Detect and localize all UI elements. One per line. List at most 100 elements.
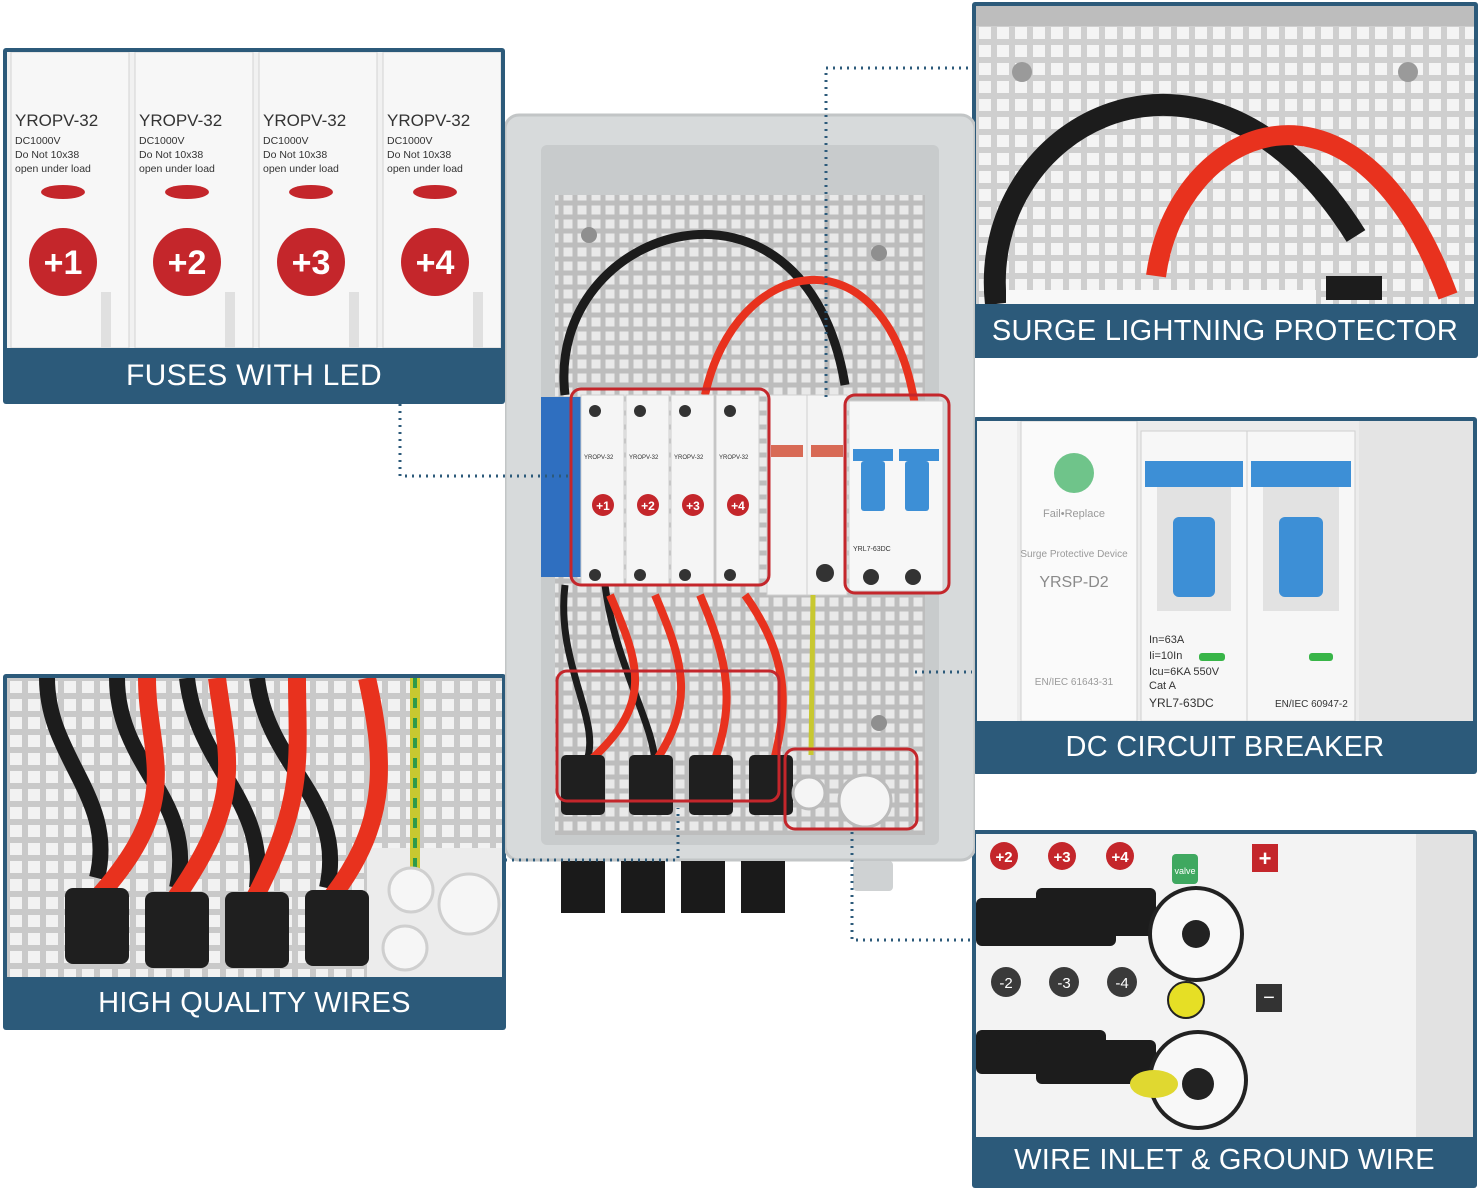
fuse-badge-icon [401,228,469,296]
breaker-rating-4: Cat A [1149,680,1177,692]
center-fuse-3: YROPV-32 +3 [670,394,715,586]
inlet-positive-badge: +4 [1111,849,1129,866]
center-fuse-model: YROPV-32 [719,455,749,461]
wires-caption: HIGH QUALITY WIRES [98,987,411,1019]
surge-caption: SURGE LIGHTNING PROTECTOR [991,315,1459,347]
fuse-warning: open under load [263,163,339,175]
fuse-voltage: DC1000V [139,135,185,147]
out-positive-icon [1252,844,1278,872]
fuse-size: Do Not 10x38 [263,149,327,161]
breaker-rating-2: Ii=10In [1149,650,1182,662]
wires-illustration [7,678,502,977]
fuse-size: Do Not 10x38 [139,149,203,161]
inlet-negative-badge-icon [1049,967,1079,997]
fuse-model: YROPV-32 [263,111,346,130]
fuse-voltage: DC1000V [387,135,433,147]
fuse-highlight [569,387,771,587]
inlet-panel: +2 +3 +4 -2 -3 -4 valve + − WIRE INLET & GRO… [972,830,1477,1188]
fuse-led-icon [165,185,209,199]
center-fuse-model: YROPV-32 [629,455,659,461]
out-negative-icon [1256,984,1282,1012]
breaker-illustration: Fail•Replace Surge Protective Device YRS… [977,421,1473,721]
center-fuse-badge-icon [592,494,614,516]
fuse-model: YROPV-32 [15,111,98,130]
fuse-voltage: DC1000V [263,135,309,147]
out-negative-label: − [1263,987,1275,1009]
center-breaker-model: YRL7-63DC [853,546,891,553]
fuse-warning: open under load [387,163,463,175]
valve-label: valve [1174,866,1195,876]
fuse-badge: +1 [44,244,83,282]
inlet-positive-badge-icon [1106,842,1134,870]
inlet-positive-badge-icon [1048,842,1076,870]
breaker-panel: Fail•Replace Surge Protective Device YRS… [973,417,1477,774]
surge-panel: SURGE LIGHTNING PROTECTOR [972,2,1478,358]
center-fuse-4: YROPV-32 +4 [715,394,760,586]
inlet-negative-badge: -4 [1115,975,1128,992]
wires-photo [7,678,502,977]
fuse-badge-icon [29,228,97,296]
inlet-positive-badge: +3 [1053,849,1070,866]
fuse-size: Do Not 10x38 [15,149,79,161]
fuse-led-icon [413,185,457,199]
fuse-model: YROPV-32 [139,111,222,130]
fuse-voltage: DC1000V [15,135,61,147]
fuse-badge: +2 [168,244,207,282]
center-fuse-badge: +3 [686,499,700,513]
fuse-warning: open under load [139,163,215,175]
spd-desc: Surge Protective Device [1020,549,1128,560]
fuse-warning: open under load [15,163,91,175]
fuse-badge-icon [153,228,221,296]
fuse-size: Do Not 10x38 [387,149,451,161]
center-fuse-1: YROPV-32 +1 [580,394,625,586]
spd-model: YRSP-D2 [1039,574,1108,591]
inlet-positive-badge: +2 [995,849,1012,866]
center-fuse-badge: +2 [641,499,655,513]
ground-icon [1167,981,1205,1019]
valve-icon [1172,854,1198,884]
inlet-highlight [783,747,919,831]
spd-standard: EN/IEC 61643-31 [1035,677,1114,688]
inlet-positive-badge-icon [990,842,1018,870]
center-fuse-badge: +1 [596,499,610,513]
inlet-caption: WIRE INLET & GROUND WIRE [1014,1144,1435,1176]
center-fuse-badge-icon [682,494,704,516]
breaker-photo: Fail•Replace Surge Protective Device YRS… [977,421,1473,721]
breaker-caption: DC CIRCUIT BREAKER [1065,731,1385,763]
breaker-rating-1: In=63A [1149,634,1185,646]
wires-highlight [555,669,781,803]
center-fuse-badge-icon [727,494,749,516]
breaker-model: YRL7-63DC [1149,696,1214,710]
inlet-photo: +2 +3 +4 -2 -3 -4 valve + − [976,834,1473,1137]
inlet-negative-badge-icon [991,967,1021,997]
breaker-rating-3: Icu=6KA 550V [1149,666,1220,678]
fuse-badge: +4 [416,244,455,282]
combiner-box: YROPV-32 +1 YROPV-32 +2 YROPV-32 +3 YROPV-32 +4… [503,105,977,925]
breaker-standard: EN/IEC 60947-2 [1275,699,1348,710]
inlet-negative-badge: -3 [1057,975,1070,992]
combiner-box-illustration: YROPV-32 +1 YROPV-32 +2 YROPV-32 +3 YROPV-32 +4… [503,113,977,913]
center-fuse-badge: +4 [731,499,745,513]
inlet-negative-badge: -2 [999,975,1012,992]
center-fuse-model: YROPV-32 [584,455,614,461]
inlet-negative-badge-icon [1107,967,1137,997]
wires-panel: HIGH QUALITY WIRES [3,674,506,1030]
fuse-led-icon [289,185,333,199]
surge-illustration [976,6,1474,304]
center-fuse-2: YROPV-32 +2 [625,394,670,586]
fuse-badge-icon [277,228,345,296]
fuse-model: YROPV-32 [387,111,470,130]
fuse-led-icon [41,185,85,199]
spd-name: Fail•Replace [1043,508,1105,520]
inlet-illustration: +2 +3 +4 -2 -3 -4 valve + − [976,834,1473,1137]
center-fuse-model: YROPV-32 [674,455,704,461]
center-fuse-badge-icon [637,494,659,516]
surge-photo [976,6,1474,304]
out-positive-label: + [1259,846,1272,871]
